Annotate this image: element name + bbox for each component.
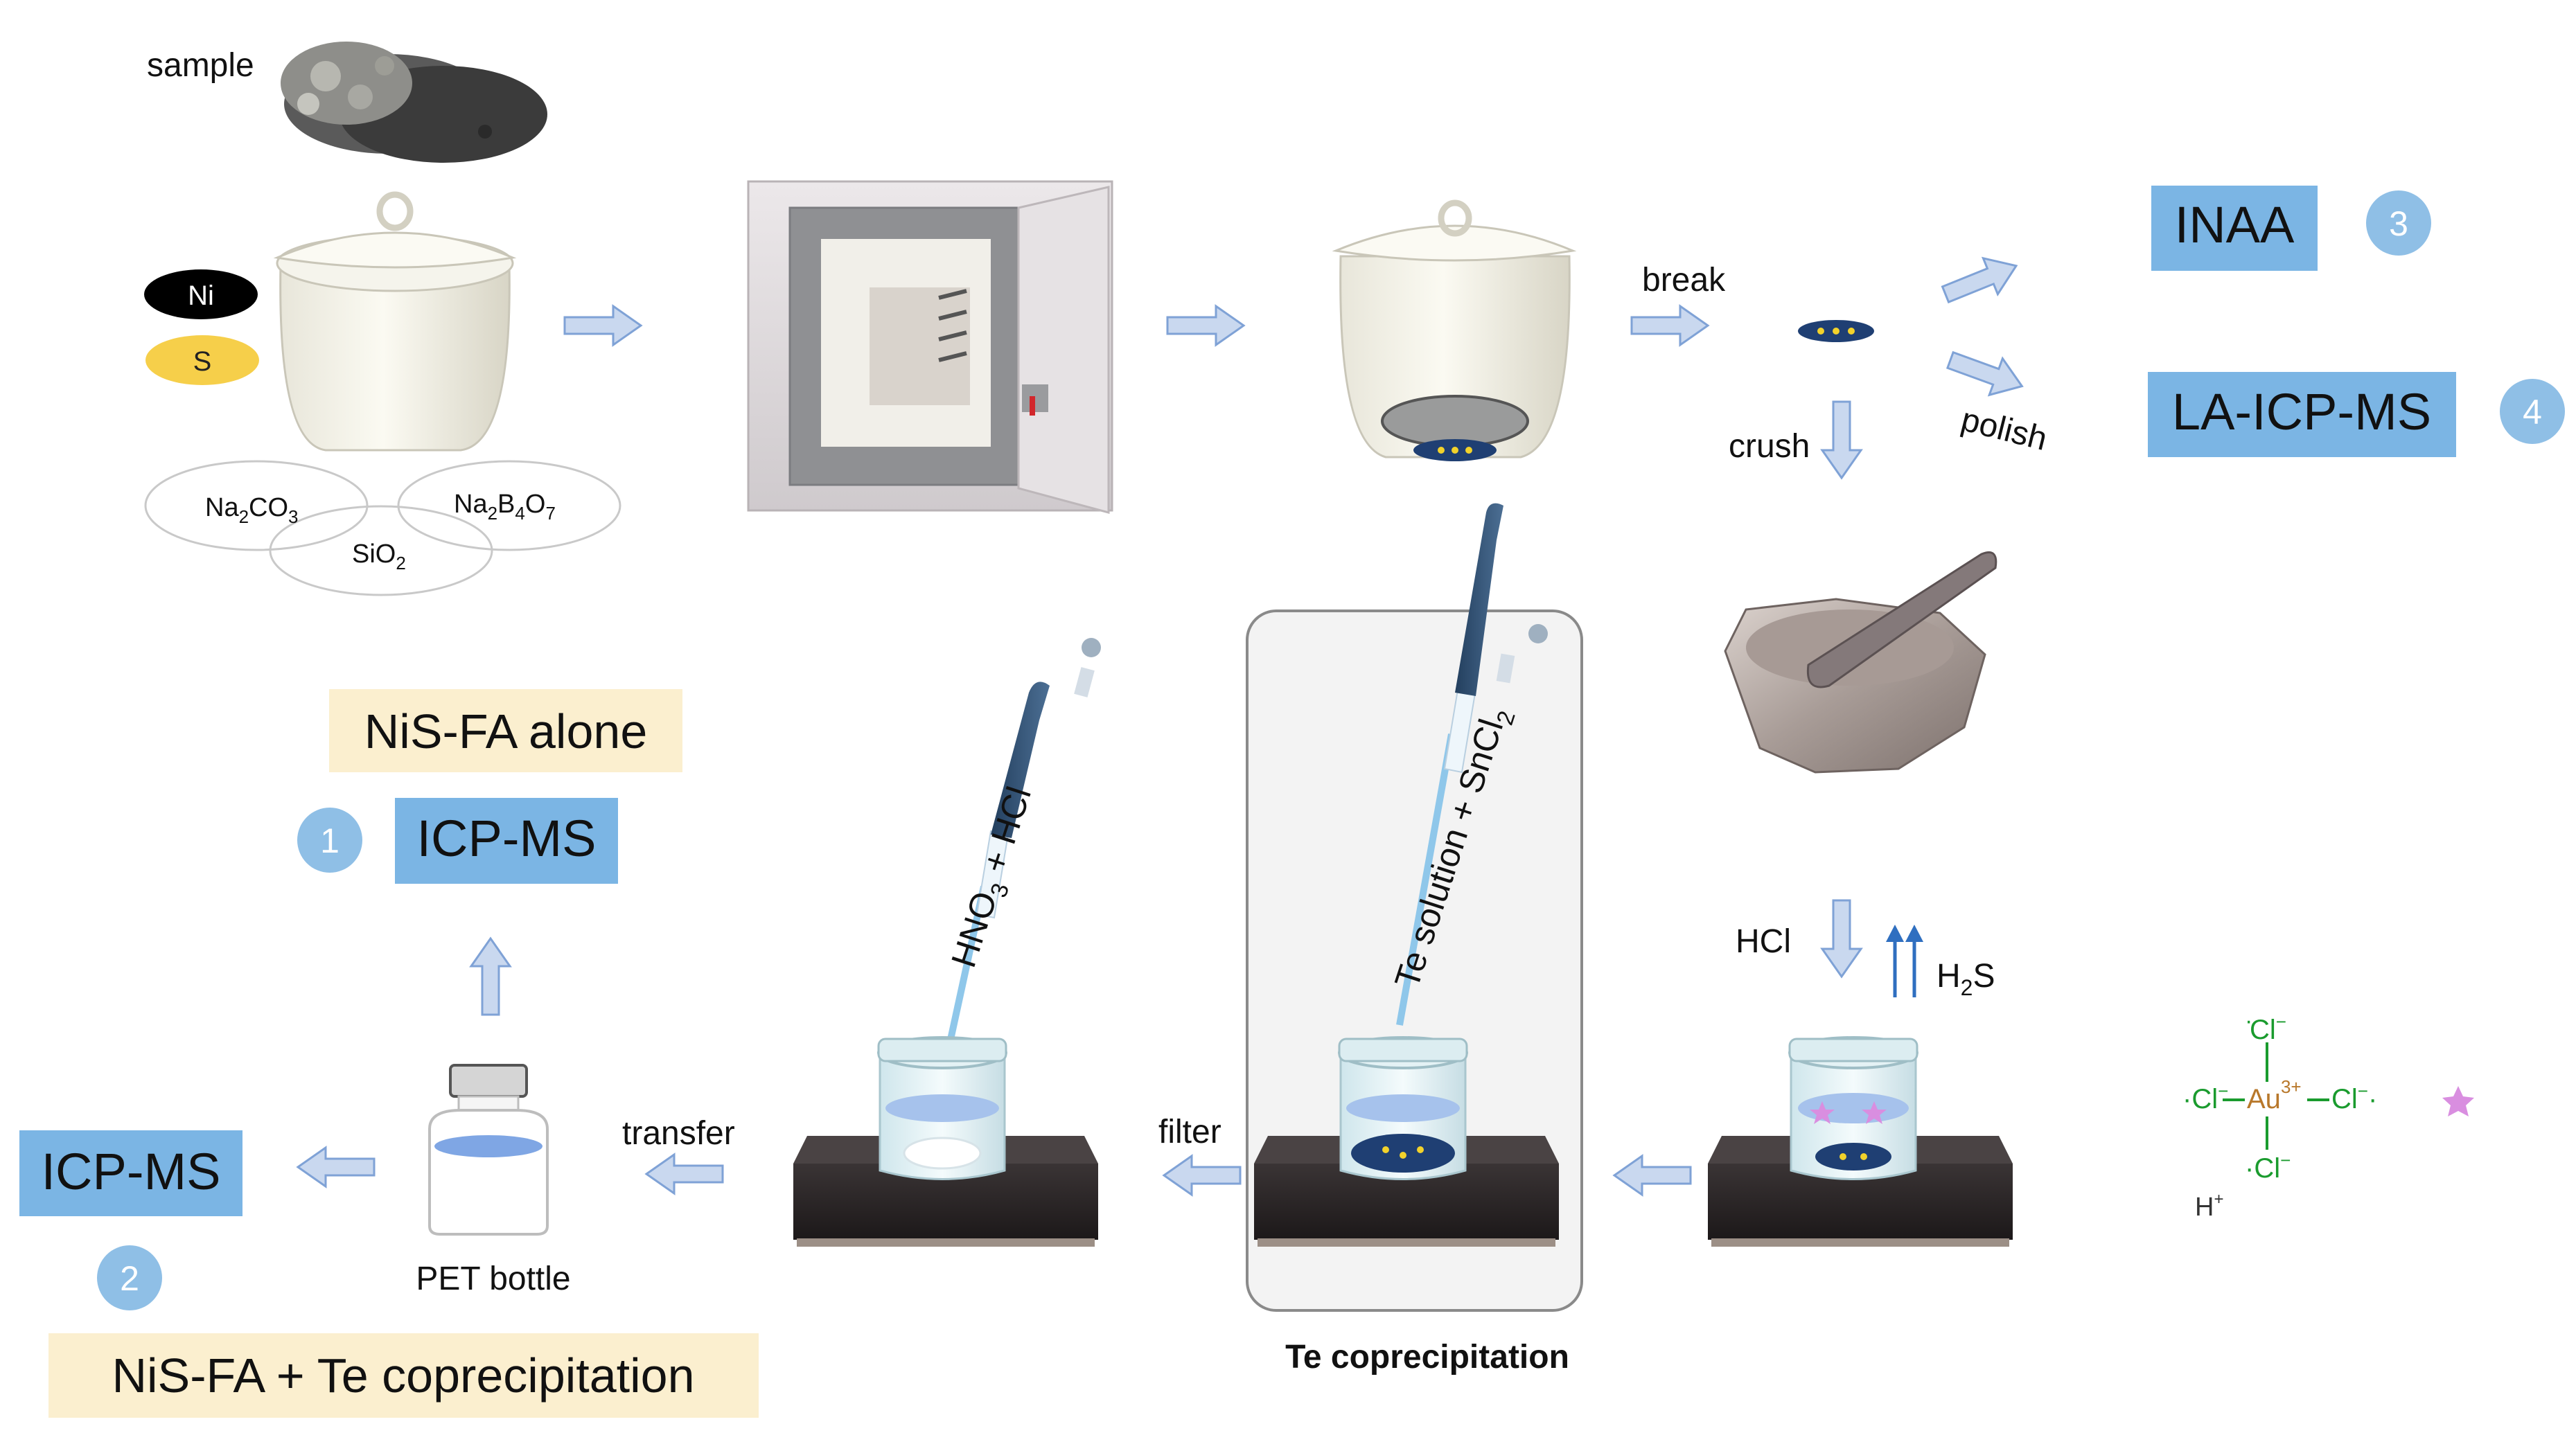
h2s-label: H2S xyxy=(1937,958,1995,1000)
svg-text:1: 1 xyxy=(320,821,339,860)
arrow-to-heated-crucible xyxy=(1166,305,1245,346)
svg-text:2: 2 xyxy=(120,1259,139,1298)
arrow-left-icp-ms xyxy=(297,1146,376,1188)
s-label: S xyxy=(193,346,212,377)
svg-text:3: 3 xyxy=(2389,204,2408,243)
h-plus: H+ xyxy=(2195,1190,2223,1222)
badge-1: 1 xyxy=(297,808,362,873)
icp-ms-top-box: ICP-MS xyxy=(395,798,618,884)
cl-right: Cl−· xyxy=(2331,1080,2377,1114)
icp-ms-top-label: ICP-MS xyxy=(417,810,597,867)
pet-bottle-image xyxy=(428,1064,549,1236)
nis-fa-alone-box: NiS-FA alone xyxy=(329,689,682,772)
muffle-furnace-image xyxy=(747,180,1113,514)
badge-3: 3 xyxy=(2366,190,2431,256)
hcl-label: HCl xyxy=(1736,923,1791,960)
arrow-crush xyxy=(1821,400,1862,479)
sio2-label: SiO2 xyxy=(352,540,406,573)
pet-bottle-label: PET bottle xyxy=(416,1261,570,1297)
agate-mortar-image xyxy=(1724,551,1997,774)
ni-ellipse: Ni xyxy=(144,269,258,319)
svg-text:4: 4 xyxy=(2523,393,2542,431)
arrow-to-furnace xyxy=(563,305,642,346)
crucible-with-bead-image xyxy=(1332,199,1577,461)
ni-label: Ni xyxy=(188,281,214,311)
cl-bottom: ·Cl− xyxy=(2245,1150,2291,1184)
nis-bead xyxy=(1798,320,1874,342)
na2b4o7-label: Na2B4O7 xyxy=(454,490,556,524)
pipette-te-snc12-image xyxy=(1396,503,1548,1026)
crush-label: crush xyxy=(1729,428,1810,465)
cl-top: Cl− xyxy=(2250,1011,2286,1045)
svg-text:·: · xyxy=(2245,1008,2252,1034)
stirrer-dissolution-image xyxy=(1708,1036,2013,1247)
na2co3-label: Na2CO3 xyxy=(205,493,299,527)
sample-label: sample xyxy=(147,47,254,84)
icp-ms-bottom-label: ICP-MS xyxy=(42,1143,221,1200)
arrow-transfer xyxy=(645,1153,724,1195)
icp-ms-bottom-box: ICP-MS xyxy=(19,1130,242,1216)
stirrer-te-coprecip-image xyxy=(1254,1036,1559,1247)
arrow-hcl xyxy=(1821,899,1862,978)
flux-venn: Na2CO3 Na2B4O7 SiO2 xyxy=(144,460,621,596)
badge-4: 4 xyxy=(2500,379,2565,444)
nis-fa-te-label: NiS-FA + Te coprecipitation xyxy=(112,1349,694,1403)
arrow-to-inaa xyxy=(1937,247,2024,314)
inaa-label: INAA xyxy=(2175,196,2295,253)
la-icp-ms-label: LA-ICP-MS xyxy=(2172,383,2431,440)
transfer-label: transfer xyxy=(622,1115,735,1152)
arrow-filter xyxy=(1163,1155,1242,1196)
nis-fa-te-box: NiS-FA + Te coprecipitation xyxy=(48,1333,759,1418)
h2s-gas-arrows xyxy=(1886,925,1923,997)
aucl4-complex: Cl− · ·Cl− Au3+ Cl−· ·Cl− H+ xyxy=(2182,1008,2377,1222)
te-coprecip-label: Te coprecipitation xyxy=(1285,1339,1569,1376)
s-ellipse: S xyxy=(145,335,259,385)
cl-left: ·Cl− xyxy=(2182,1080,2228,1114)
badge-2: 2 xyxy=(97,1245,162,1310)
arrow-break xyxy=(1630,305,1709,346)
sample-powder-image xyxy=(281,42,547,163)
nis-fa-alone-label: NiS-FA alone xyxy=(364,704,648,758)
la-icp-ms-box: LA-ICP-MS xyxy=(2148,372,2456,457)
arrow-up-icp-ms xyxy=(470,937,511,1016)
pipette-hno3-hcl-image xyxy=(946,638,1101,1047)
filter-label: filter xyxy=(1158,1114,1221,1150)
arrow-to-te-coprecip xyxy=(1613,1155,1692,1196)
polish-label: polish xyxy=(1957,401,2051,458)
crucible-image xyxy=(273,191,517,452)
stirrer-filtrate-image xyxy=(793,1036,1098,1247)
star-icon xyxy=(2442,1086,2474,1116)
arrow-to-la-icp-ms xyxy=(1942,341,2030,406)
break-label: break xyxy=(1642,262,1726,299)
inaa-box: INAA xyxy=(2151,186,2318,271)
au-center: Au3+ xyxy=(2247,1076,2302,1114)
pipette-left-label: HNO3 + HCl xyxy=(944,782,1044,974)
